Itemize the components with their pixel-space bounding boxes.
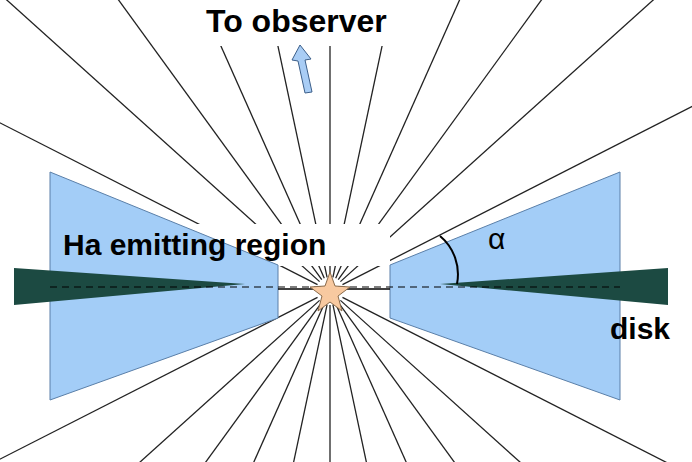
angle-symbol: α	[488, 222, 505, 255]
ray-line	[329, 305, 330, 462]
observer-arrow	[292, 45, 312, 93]
ray-line	[333, 0, 476, 277]
region-label: Ha emitting region	[63, 228, 326, 261]
disk-label: disk	[610, 312, 670, 345]
star-symbol	[310, 272, 350, 311]
observer-label: To observer	[206, 4, 387, 39]
angle-arc	[440, 236, 458, 284]
ray-line	[329, 0, 330, 277]
